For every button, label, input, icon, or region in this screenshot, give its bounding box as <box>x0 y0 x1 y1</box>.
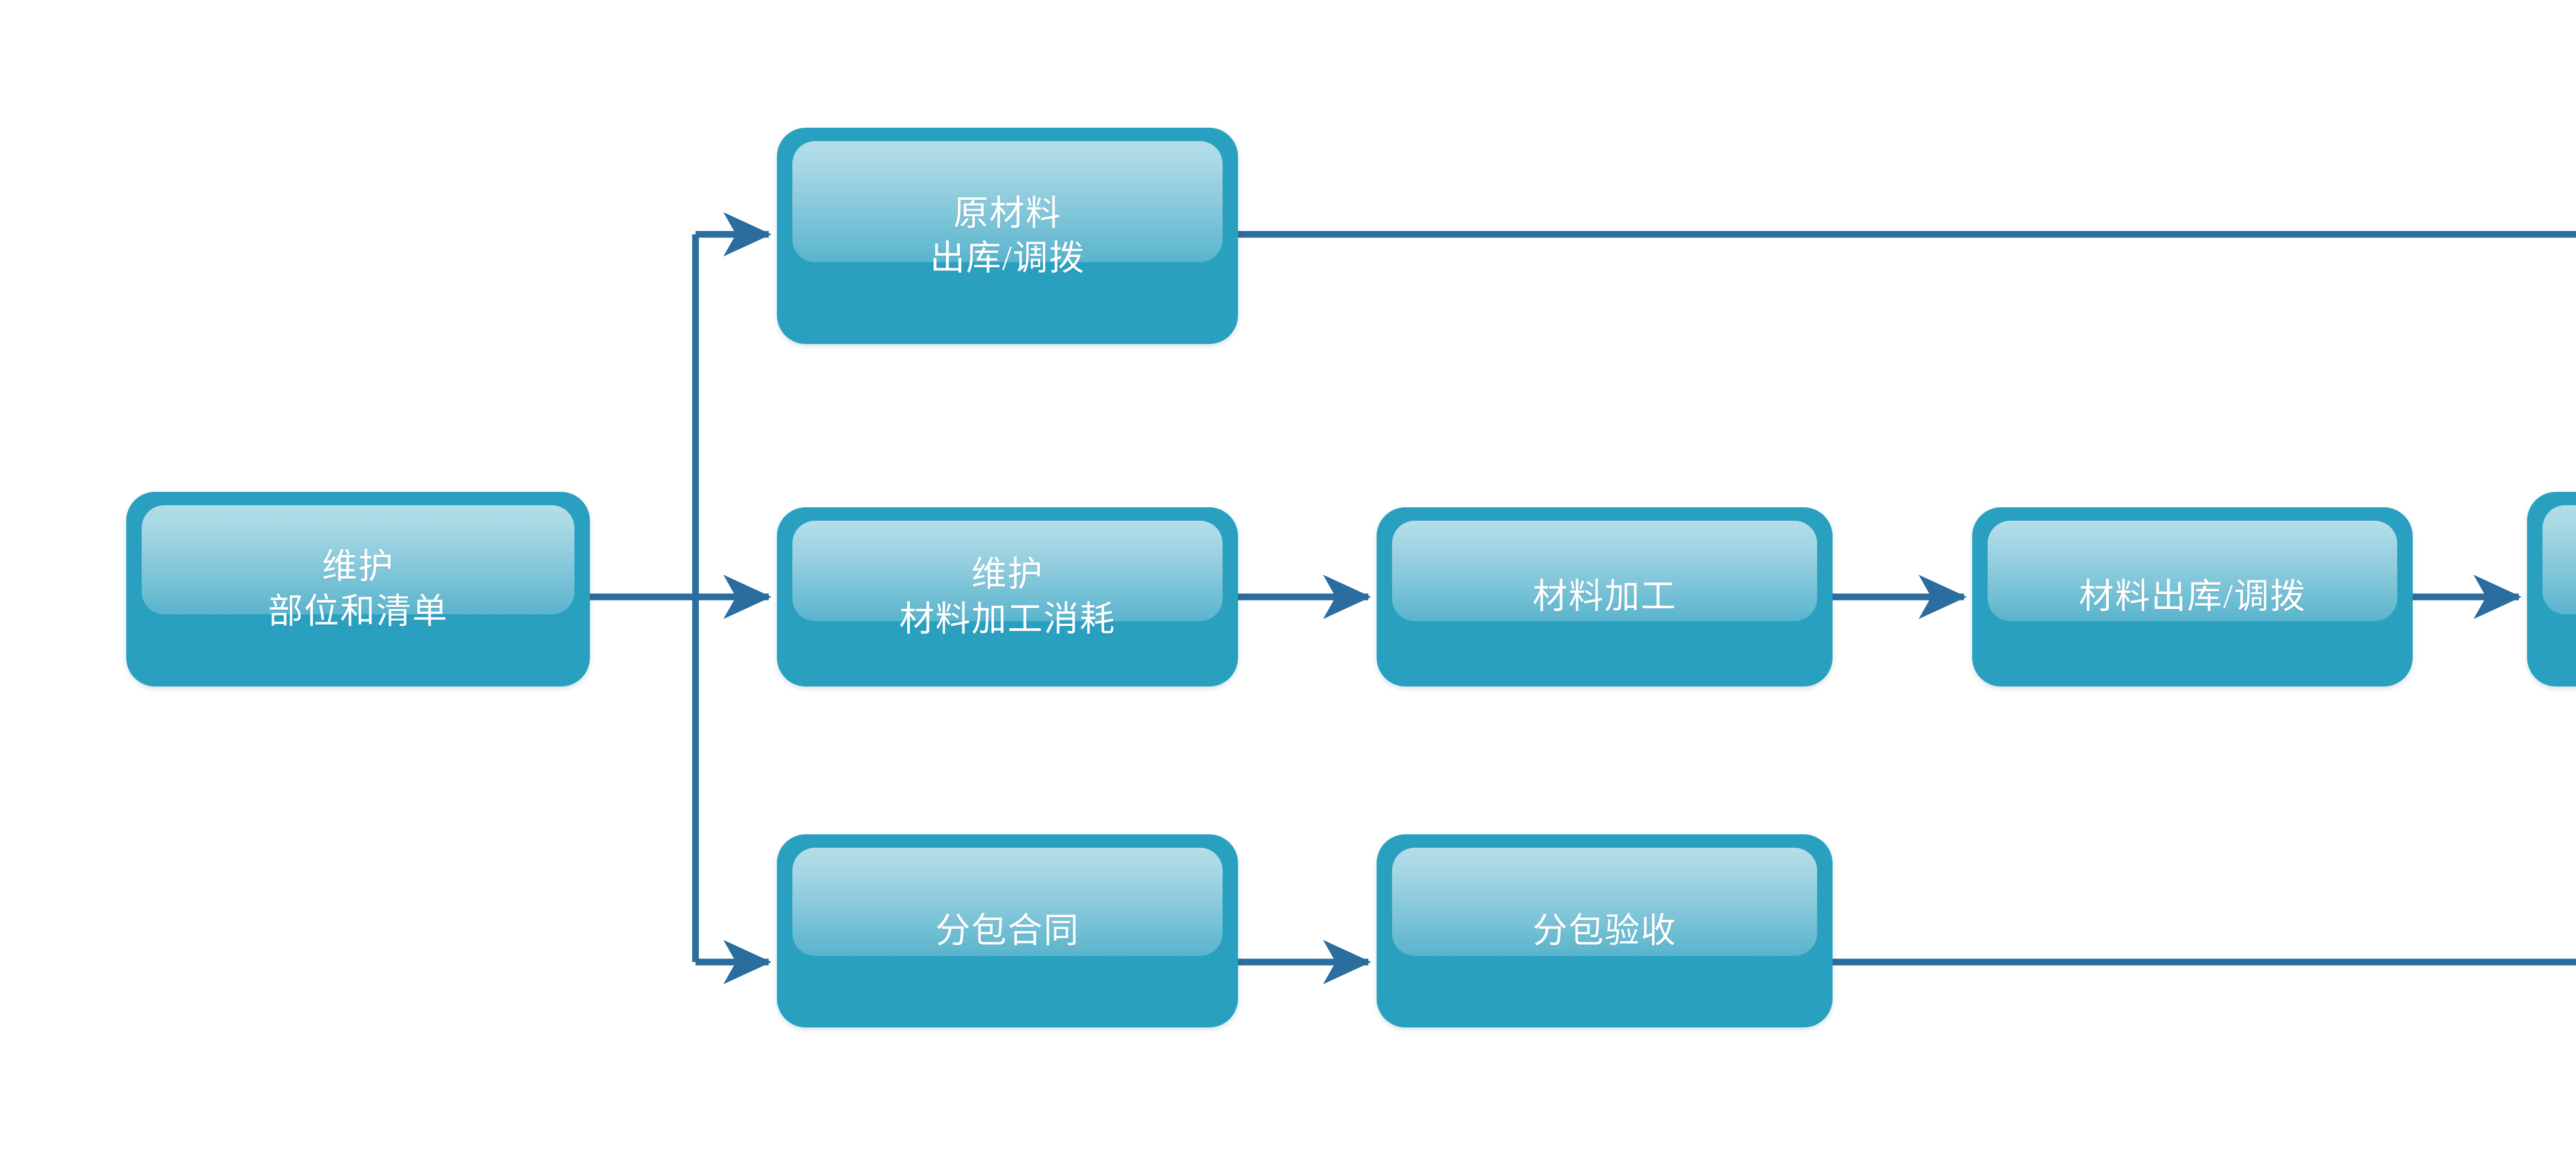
node-label-line: 原材料 <box>953 193 1062 233</box>
node-label-line: 部位和清单 <box>267 592 448 631</box>
node-gongcheng-jindu-fenxi[interactable]: 工程进度分析 <box>2527 492 2576 687</box>
node-label: 维护 部位和清单 <box>126 492 590 687</box>
node-label: 维护 材料加工消耗 <box>777 507 1238 687</box>
edge-yuancailiao-to-jindu <box>1238 231 2576 238</box>
node-label-line: 材料出库/调拨 <box>2079 577 2306 616</box>
node-label-line: 分包合同 <box>935 911 1080 950</box>
node-label-line: 出库/调拨 <box>930 238 1085 278</box>
node-label-line: 分包验收 <box>1532 911 1677 950</box>
node-label: 工程进度分析 <box>2527 492 2576 687</box>
node-cailiao-jiagong[interactable]: 材料加工 <box>1377 507 1833 687</box>
node-weihu-jiagong-xiaohao[interactable]: 维护 材料加工消耗 <box>777 507 1238 687</box>
node-cailiao-chuku-diaobo[interactable]: 材料出库/调拨 <box>1972 507 2413 687</box>
node-label-line: 维护 <box>971 554 1044 594</box>
node-label: 分包合同 <box>777 834 1238 1027</box>
node-fenbao-hetong[interactable]: 分包合同 <box>777 834 1238 1027</box>
edge-fenbao-yanshou-to-jindu <box>1833 958 2576 966</box>
node-yuancailiao-chuku[interactable]: 原材料 出库/调拨 <box>777 128 1238 344</box>
node-weihu-buwei[interactable]: 维护 部位和清单 <box>126 492 590 687</box>
node-label: 分包验收 <box>1377 834 1833 1027</box>
node-label-line: 维护 <box>321 546 394 586</box>
node-label-line: 材料加工 <box>1532 577 1677 616</box>
node-label-line: 材料加工消耗 <box>899 599 1116 639</box>
node-fenbao-yanshou[interactable]: 分包验收 <box>1377 834 1833 1027</box>
node-label: 材料出库/调拨 <box>1972 507 2413 687</box>
node-label: 材料加工 <box>1377 507 1833 687</box>
node-label: 原材料 出库/调拨 <box>777 128 1238 344</box>
